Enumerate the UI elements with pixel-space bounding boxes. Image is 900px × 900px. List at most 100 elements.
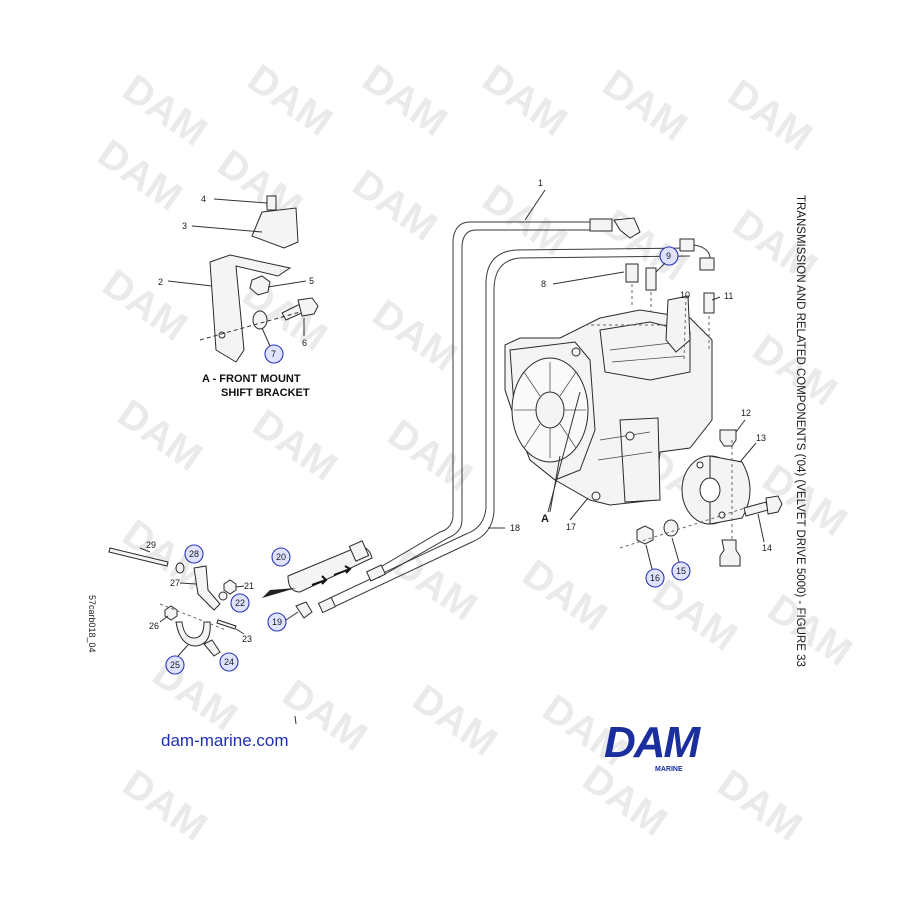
watermark: DAM (720, 71, 820, 159)
callout-5: 5 (309, 276, 314, 286)
screw-23 (216, 619, 237, 630)
leader-line (552, 271, 625, 285)
hose-18 (329, 247, 691, 599)
coupling-hub (709, 455, 751, 525)
plate-part (251, 207, 299, 249)
housing-bolt (571, 347, 581, 357)
website-link[interactable]: dam-marine.com (161, 731, 289, 750)
callout-22: 22 (235, 598, 245, 608)
leader-line (261, 327, 271, 347)
hose-18-inner (335, 255, 691, 607)
watermark: DAM (515, 551, 615, 639)
screw-24 (203, 639, 221, 657)
elbow-19 (295, 601, 313, 619)
callout-ring-22 (230, 593, 250, 613)
rear-case (619, 417, 661, 503)
dam-marine-logo: DAM MARINE (604, 718, 738, 776)
nut-16 (636, 525, 654, 545)
leader-line (285, 611, 299, 621)
housing-bolt (591, 491, 601, 501)
flow-arrow (311, 575, 328, 586)
leader-line (213, 198, 268, 204)
callout-ring-19 (267, 612, 287, 632)
nut-26 (164, 605, 178, 621)
callout-ring-15 (671, 561, 691, 581)
watermark: DAM (475, 56, 575, 144)
clip-28 (175, 562, 185, 574)
watermark: DAM (110, 391, 210, 479)
callout-ring-16 (645, 568, 665, 588)
axis-line (199, 311, 301, 341)
logo-subtitle: MARINE (655, 766, 683, 773)
washer-part (252, 310, 268, 330)
callout-13: 13 (756, 433, 766, 443)
watermark: DAM (355, 56, 455, 144)
actuator-end (348, 540, 370, 562)
fitting-8 (625, 263, 639, 283)
output-coupling: 12 13 14 15 16 (619, 408, 783, 588)
inset-caption-line2: SHIFT BRACKET (221, 387, 310, 399)
callout-27: 27 (170, 578, 180, 588)
bolt-head-part (297, 297, 319, 317)
coupling-hole (696, 461, 704, 469)
coupling-bolt-12 (719, 429, 737, 447)
callout-ring-28 (184, 544, 204, 564)
hose-fitting (679, 238, 695, 252)
figure-title-text: TRANSMISSION AND RELATED COMPONENTS ('04… (794, 195, 806, 667)
nut-part (249, 275, 271, 296)
leader-line (645, 544, 653, 570)
leader-line (569, 497, 589, 521)
fitting-11 (703, 292, 715, 314)
leader-line (294, 715, 297, 725)
figure-title: TRANSMISSION AND RELATED COMPONENTS ('04… (790, 195, 810, 715)
actuator-arrow (262, 588, 296, 598)
leader-line (711, 296, 721, 301)
hose-fitting (589, 218, 613, 232)
leader-line (159, 615, 169, 623)
cooler-hoses: 1 18 (317, 178, 715, 614)
coupling-hole (718, 511, 726, 519)
callout-17: 17 (566, 522, 576, 532)
leader-line (671, 537, 680, 563)
leader-line (739, 442, 757, 463)
coupling-bore (699, 477, 721, 503)
callout-2: 2 (158, 277, 163, 287)
drawing-code: 57carb018_04 (86, 595, 100, 675)
flow-arrow (333, 565, 352, 576)
nut-21 (223, 579, 237, 595)
leader-line (191, 225, 263, 233)
drawing-code-text: 57carb018_04 (87, 595, 97, 653)
hose-fitting (365, 564, 387, 582)
leader-line (235, 585, 245, 588)
callout-ring-20 (271, 547, 291, 567)
leader-line (267, 280, 307, 288)
callout-28: 28 (189, 549, 199, 559)
watermark: DAM (365, 291, 465, 379)
detail-marker-a: A (541, 513, 549, 525)
callout-8: 8 (541, 279, 546, 289)
watermark: DAM (240, 56, 340, 144)
leader-line (735, 419, 746, 433)
watermark: DAM (380, 411, 480, 499)
rod-29 (108, 547, 169, 567)
screw-part (266, 195, 277, 211)
watermark: DAM (275, 671, 375, 759)
watermark: DAM (405, 676, 505, 764)
callout-3: 3 (182, 221, 187, 231)
watermark: DAM (345, 161, 445, 249)
leader-line (177, 644, 189, 657)
hose-1-inner (377, 229, 600, 579)
callout-23: 23 (242, 634, 252, 644)
bracket-27 (193, 565, 221, 611)
watermark: DAM (595, 61, 695, 149)
coupling-nut (719, 539, 741, 567)
callout-14: 14 (762, 543, 772, 553)
sender-9 (645, 267, 657, 291)
clamp-25 (175, 621, 211, 647)
leader-line (167, 280, 213, 287)
inset-front-mount-shift-bracket: 4 3 2 5 6 7 (158, 194, 319, 364)
callout-ring-7 (264, 344, 284, 364)
callout-1: 1 (538, 178, 543, 188)
callout-29: 29 (146, 540, 156, 550)
